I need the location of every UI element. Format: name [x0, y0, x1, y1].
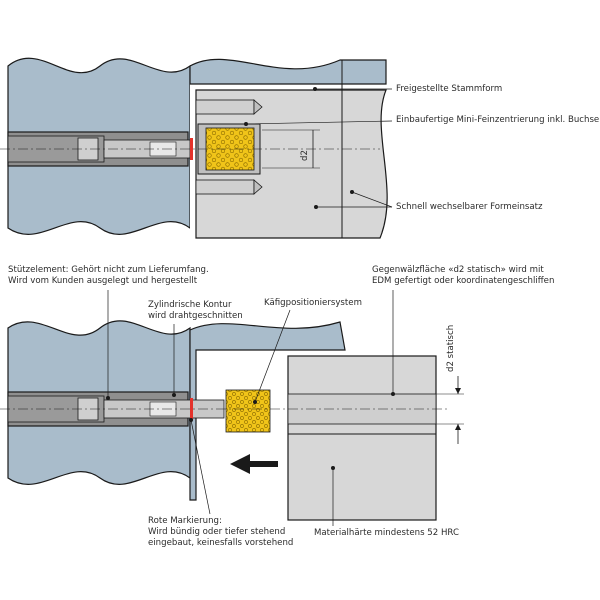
label-kontur-line-1: Zylindrische Kontur	[148, 300, 232, 310]
top-drawing	[0, 57, 393, 244]
label-stuetzelement-line-2: Wird vom Kunden ausgelegt und hergestell…	[8, 276, 198, 286]
label-d2-statisch: d2 statisch	[446, 324, 456, 372]
label-gegenwaelz-line-2: EDM gefertigt oder koordinatengeschliffe…	[372, 276, 555, 286]
leader-kaefig	[254, 309, 291, 403]
bottom-drawing	[0, 290, 464, 526]
label-stuetzelement: Stützelement: Gehört nicht zum Lieferumf…	[8, 265, 209, 287]
top-plate-upper	[189, 58, 387, 85]
label-d2: d2	[300, 150, 310, 161]
label-zentrierung: Einbaufertige Mini-Feinzentrierung inkl.…	[396, 115, 600, 125]
label-rot: Rote Markierung: Wird bündig oder tiefer…	[148, 516, 293, 549]
label-rot-line-2: Wird bündig oder tiefer stehend	[148, 527, 286, 537]
label-haerte: Materialhärte mindestens 52 HRC	[314, 528, 459, 538]
label-kontur-line-2: wird drahtgeschnitten	[148, 311, 243, 321]
leader-zentrierung	[245, 120, 393, 125]
leader-rot	[190, 419, 211, 515]
top-fixing-screw-upper	[195, 99, 255, 115]
label-stuetzelement-line-1: Stützelement: Gehört nicht zum Lieferumf…	[8, 265, 209, 275]
bottom-ball-cage	[225, 389, 271, 433]
label-rot-line-1: Rote Markierung:	[148, 516, 222, 526]
label-kontur: Zylindrische Kontur wird drahtgeschnitte…	[148, 300, 243, 322]
bottom-mould-insert	[287, 355, 437, 521]
top-red-mark	[190, 138, 193, 160]
label-gegenwaelz-line-1: Gegenwälzfläche «d2 statisch» wird mit	[372, 265, 544, 275]
top-screw-tip-upper	[253, 99, 263, 115]
bottom-plate-upper	[189, 321, 346, 501]
top-fixing-screw-lower	[195, 179, 255, 195]
label-kaefig: Käfigpositioniersystem	[264, 298, 362, 308]
label-rot-line-3: eingebaut, keinesfalls vorstehend	[148, 538, 294, 548]
movement-arrow	[230, 454, 278, 474]
label-stammform: Freigestellte Stammform	[396, 84, 503, 94]
label-formeinsatz: Schnell wechselbarer Formeinsatz	[396, 202, 543, 212]
top-screw-tip-lower	[253, 179, 263, 195]
label-gegenwaelz: Gegenwälzfläche «d2 statisch» wird mit E…	[372, 265, 554, 287]
bottom-red-mark	[190, 398, 193, 420]
